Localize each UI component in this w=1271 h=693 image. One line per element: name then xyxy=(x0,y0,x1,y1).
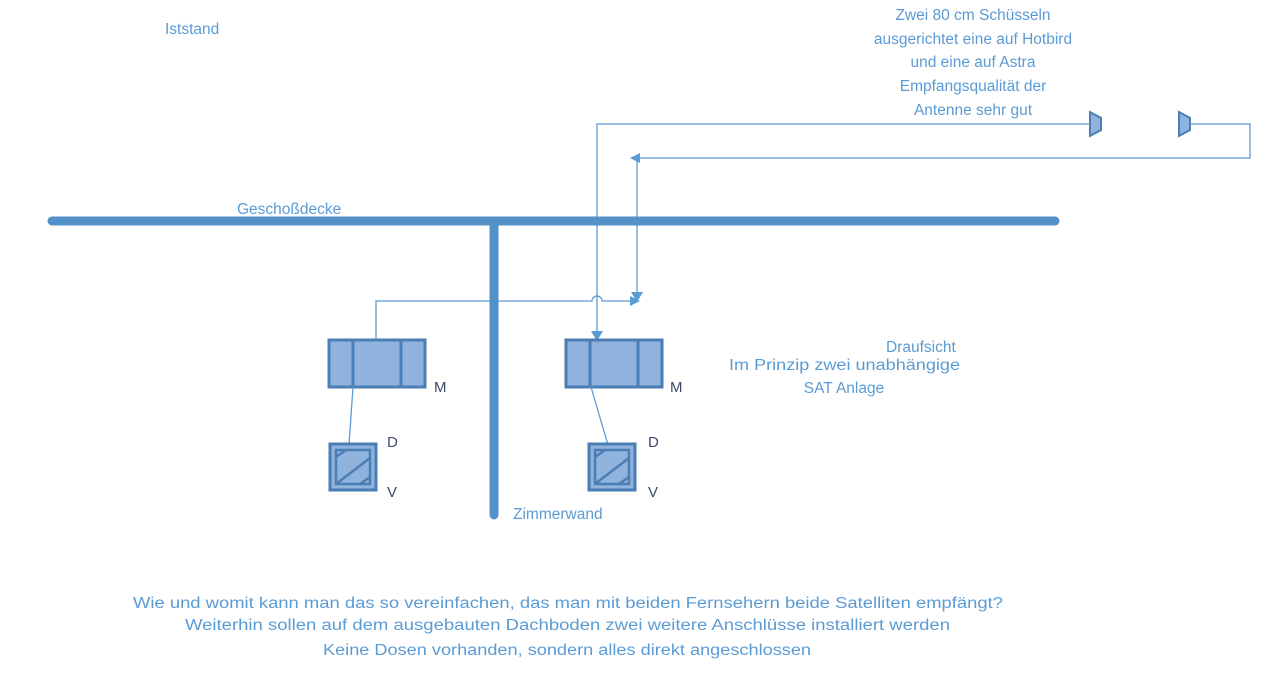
antenna-note-line: und eine auf Astra xyxy=(911,54,1036,71)
question-line: Keine Dosen vorhanden, sondern alles dir… xyxy=(323,642,811,659)
cable-to-device xyxy=(590,386,609,446)
question-line: Wie und womit kann man das so vereinfach… xyxy=(133,595,1003,612)
multiswitch-left xyxy=(327,338,427,389)
wall-label: Zimmerwand xyxy=(513,506,603,523)
device-label-v: V xyxy=(387,484,397,501)
antenna-note: Zwei 80 cm Schüsseln ausgerichtet eine a… xyxy=(874,7,1072,119)
diagram-title: Iststand xyxy=(165,21,219,38)
multiswitch-label: M xyxy=(670,379,683,396)
ceiling-label: Geschoßdecke xyxy=(237,201,341,218)
tv-device-right xyxy=(587,442,637,492)
multiswitch-right xyxy=(564,338,664,389)
antenna-note-line: Antenne sehr gut xyxy=(914,102,1033,119)
tv-device-left xyxy=(328,442,378,492)
view-label: Draufsicht xyxy=(886,339,956,356)
cable-to-device xyxy=(348,386,354,446)
arrow-head xyxy=(630,296,640,306)
question-line: Weiterhin sollen auf dem ausgebauten Dac… xyxy=(185,617,950,634)
cable-dish1 xyxy=(596,123,1090,333)
device-label-v: V xyxy=(648,484,658,501)
satellite-dish-icon xyxy=(1089,110,1102,138)
principle-line: Im Prinzip zwei unabhängige xyxy=(729,357,960,374)
arrow-head xyxy=(631,292,643,302)
cable-dish2 xyxy=(640,123,1251,159)
satellite-dish-icon xyxy=(1178,110,1191,138)
antenna-note-line: Zwei 80 cm Schüsseln xyxy=(895,7,1050,24)
arrow-head xyxy=(591,331,603,341)
cable-left-switch xyxy=(375,295,630,340)
device-label-d: D xyxy=(648,434,659,451)
principle-line: SAT Anlage xyxy=(804,380,884,397)
antenna-note-line: Empfangsqualität der xyxy=(900,78,1046,95)
antenna-note-line: ausgerichtet eine auf Hotbird xyxy=(874,31,1072,48)
multiswitch-label: M xyxy=(434,379,447,396)
question-text: Wie und womit kann man das so vereinfach… xyxy=(133,595,1003,659)
device-label-d: D xyxy=(387,434,398,451)
arrow-head xyxy=(630,153,640,163)
